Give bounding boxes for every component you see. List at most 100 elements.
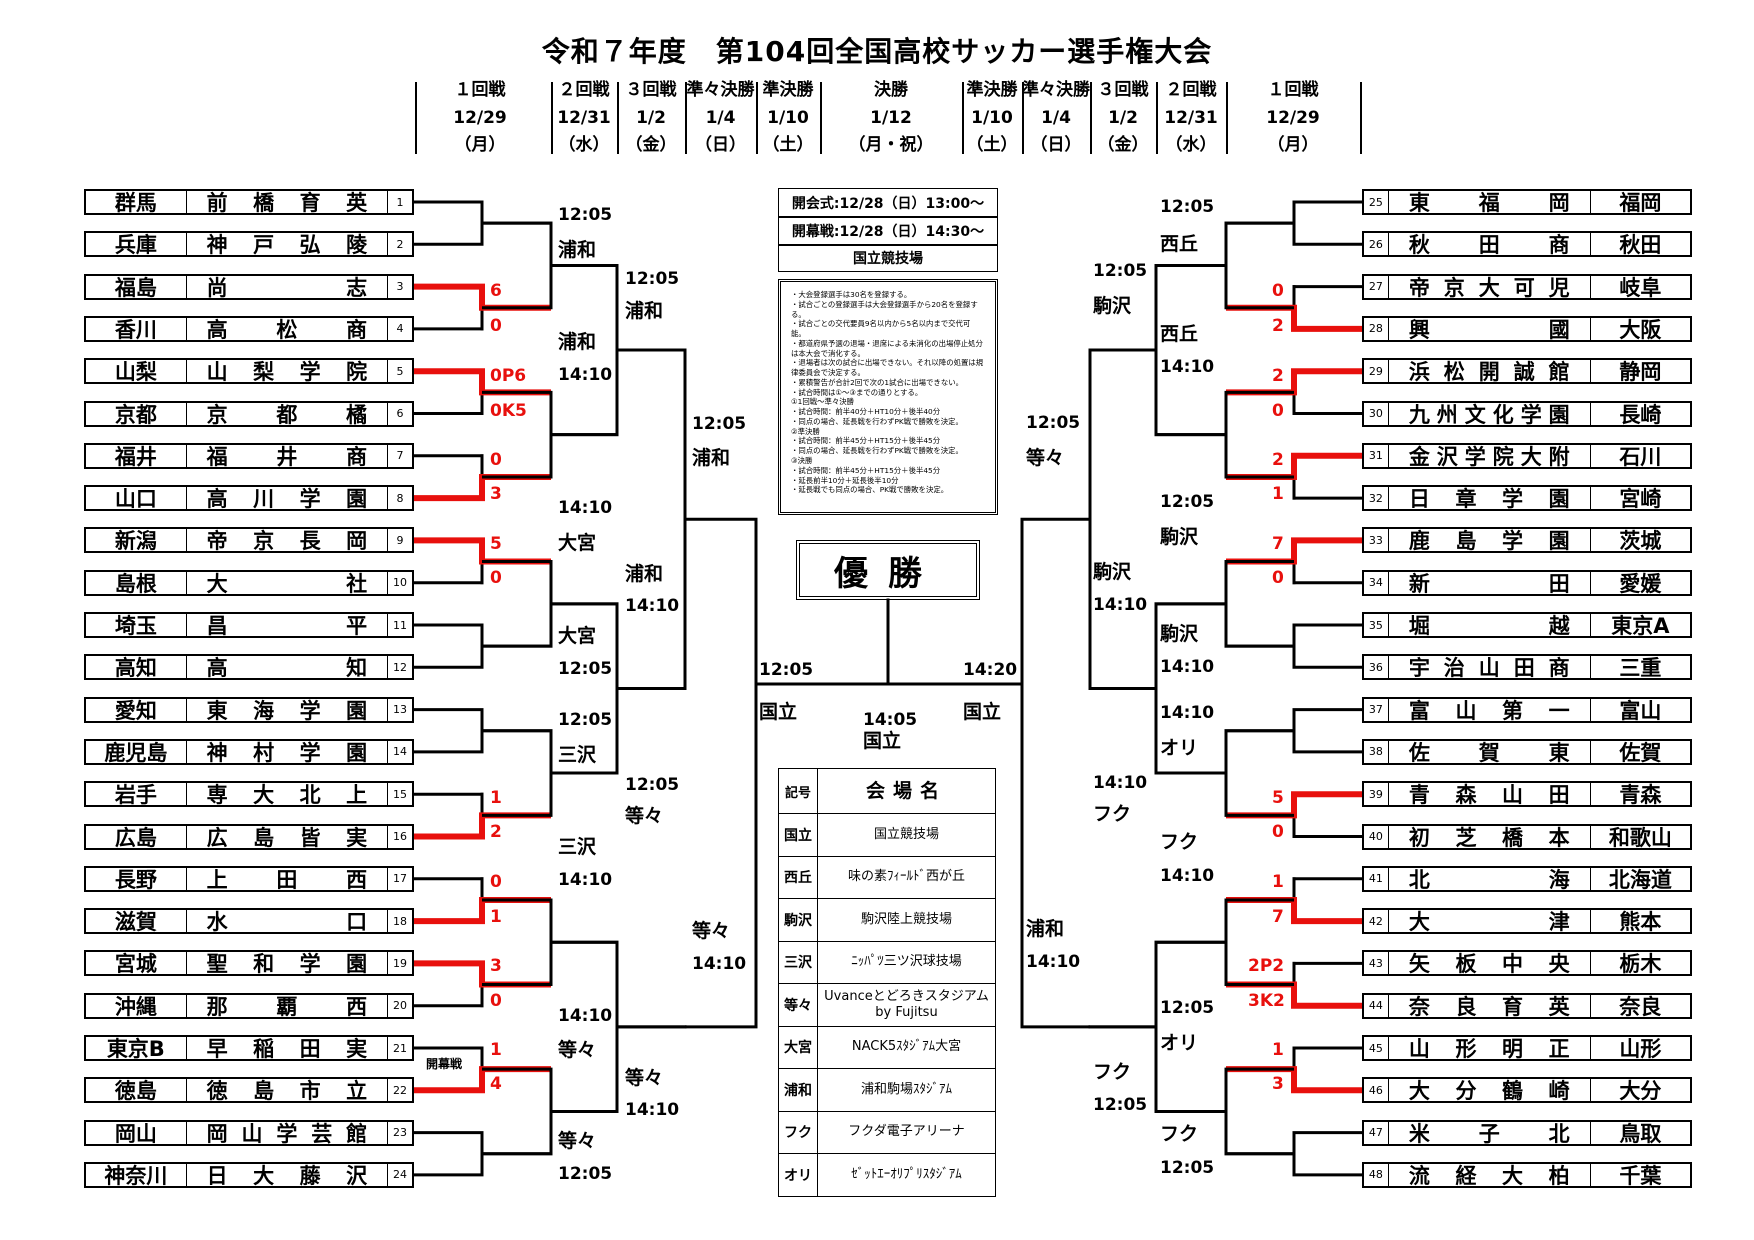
team-school: 高知 bbox=[185, 656, 387, 680]
match-line bbox=[1292, 623, 1362, 669]
team-number: 19 bbox=[387, 952, 412, 975]
team-school: 那覇西 bbox=[185, 994, 387, 1019]
team-prefecture: 京都 bbox=[114, 402, 157, 427]
match-score: 2 bbox=[490, 822, 502, 842]
venue-code: 駒沢 bbox=[1160, 623, 1199, 645]
venue-code: 浦和 bbox=[558, 239, 597, 261]
match-score: 0P6 bbox=[490, 366, 527, 386]
team-prefecture: 富山 bbox=[1589, 698, 1690, 723]
venue-code: フク bbox=[1160, 1123, 1199, 1145]
team-number: 34 bbox=[1364, 571, 1389, 594]
team-number: 17 bbox=[387, 867, 412, 890]
team-prefecture: 沖縄 bbox=[114, 994, 157, 1019]
rule-line: ・試合時間：前半40分＋HT10分＋後半40分 bbox=[791, 407, 941, 417]
winner-line bbox=[414, 812, 551, 840]
team-prefecture: 長崎 bbox=[1589, 402, 1690, 427]
round-header-separator bbox=[1022, 82, 1024, 154]
venue-row: 浦和浦和駒場ｽﾀｼﾞｱﾑ bbox=[779, 1068, 995, 1111]
team-school: 東福岡 bbox=[1408, 191, 1570, 215]
team-number: 28 bbox=[1364, 317, 1389, 340]
team-prefecture: 鹿児島 bbox=[104, 740, 168, 765]
match-score: 3K2 bbox=[1248, 991, 1285, 1011]
winner-line bbox=[1226, 1066, 1362, 1094]
team-number: 45 bbox=[1364, 1037, 1389, 1059]
team-school: 流経大柏 bbox=[1408, 1163, 1570, 1188]
round-name: １回戦 bbox=[454, 80, 506, 100]
team-number: 42 bbox=[1364, 910, 1389, 933]
venue-name: Uvanceとどろきスタジアム by Fujitsu bbox=[824, 989, 989, 1020]
winner-line bbox=[1226, 452, 1362, 480]
kickoff-time: 14:10 bbox=[625, 596, 680, 616]
venue-code: 等々 bbox=[625, 1067, 664, 1089]
round-header-separator bbox=[820, 82, 822, 154]
match-score: 3 bbox=[1272, 1074, 1284, 1094]
team-prefecture: 岐阜 bbox=[1589, 275, 1690, 300]
venue-code: 駒沢 bbox=[1160, 526, 1199, 548]
team-number: 35 bbox=[1364, 614, 1389, 636]
kickoff-time: 12:05 bbox=[558, 1164, 613, 1184]
match-line bbox=[617, 348, 687, 690]
rule-line: ・延長戦でも同点の場合、PK戦で勝敗を決定。 bbox=[791, 485, 949, 495]
winner-line bbox=[414, 473, 551, 502]
match-score: 1 bbox=[1272, 872, 1284, 892]
match-score: 0K5 bbox=[490, 401, 527, 421]
team-prefecture: 大分 bbox=[1589, 1079, 1690, 1103]
opening-match-info: 開幕戦:12/28（日）14:30～ bbox=[778, 216, 998, 246]
match-score: 0 bbox=[490, 991, 502, 1011]
kickoff-time: 12:05 bbox=[759, 660, 814, 680]
team-school: 大分鶴崎 bbox=[1408, 1079, 1570, 1104]
team-school: 京都橘 bbox=[185, 402, 387, 427]
match-score: 1 bbox=[1272, 484, 1284, 504]
team-number: 2 bbox=[387, 233, 412, 256]
kickoff-time: 12:05 bbox=[558, 205, 613, 225]
team-school: 帝京長岡 bbox=[185, 529, 387, 553]
venue-code: 駒沢 bbox=[1093, 295, 1132, 317]
round-date: 1/10 bbox=[971, 107, 1013, 128]
rule-line: ・延長前半10分＋延長後半10分 bbox=[791, 475, 899, 485]
match-score: 7 bbox=[1272, 907, 1284, 927]
team-number: 7 bbox=[387, 444, 412, 467]
team-school: 上田西 bbox=[185, 867, 387, 892]
team-school: 山形明正 bbox=[1408, 1037, 1570, 1061]
venue-code: 等々 bbox=[558, 1130, 597, 1152]
team-number: 18 bbox=[387, 910, 412, 933]
winner-line bbox=[414, 537, 551, 565]
team-prefecture: 兵庫 bbox=[114, 233, 157, 258]
team-school: 鹿島学園 bbox=[1408, 529, 1570, 554]
venue-code: 等々 bbox=[1026, 447, 1065, 469]
team-prefecture: 神奈川 bbox=[104, 1163, 168, 1188]
team-number: 26 bbox=[1364, 233, 1389, 256]
round-date: 12/29 bbox=[453, 107, 507, 128]
venue-row: オリｾﾞｯﾄｴｰｵﾘﾌﾟﾘｽﾀｼﾞｱﾑ bbox=[779, 1153, 995, 1196]
round-day: （水） bbox=[558, 135, 610, 155]
team-number: 21 bbox=[387, 1037, 412, 1059]
team-number: 39 bbox=[1364, 783, 1389, 806]
kickoff-time: 14:20 bbox=[963, 660, 1018, 680]
kickoff-time: 14:10 bbox=[558, 365, 613, 385]
round-header-separator bbox=[756, 82, 758, 154]
team-prefecture: 奈良 bbox=[1589, 994, 1690, 1019]
kickoff-time: 12:05 bbox=[1160, 998, 1215, 1018]
team-prefecture: 和歌山 bbox=[1589, 825, 1690, 850]
team-number: 15 bbox=[387, 783, 412, 806]
champion-box: 優勝 bbox=[796, 540, 980, 600]
rule-line: ・試合ごとの登録選手は大会登録選手から20名を登録する。 bbox=[791, 299, 978, 319]
match-line bbox=[414, 1131, 484, 1177]
rule-line: ・大会登録選手は30名を登録する。 bbox=[791, 290, 912, 299]
